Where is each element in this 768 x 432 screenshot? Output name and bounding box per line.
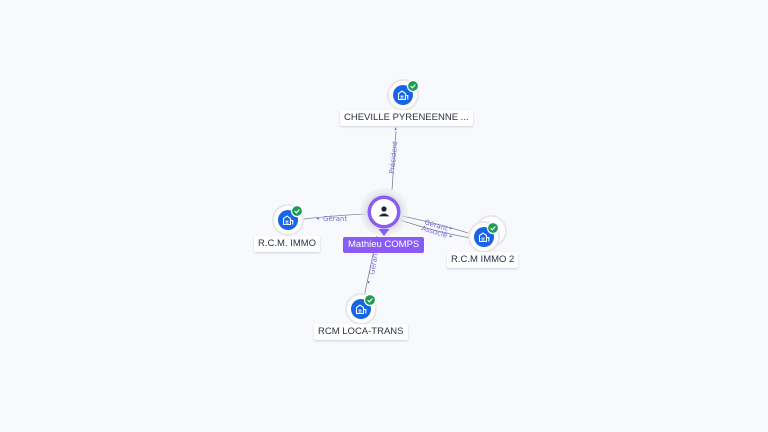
building-icon	[355, 304, 367, 315]
verified-check-icon	[363, 293, 377, 307]
verified-check-icon	[486, 221, 500, 235]
company-label-cheville[interactable]: CHEVILLE PYRENEENNE ...	[340, 110, 473, 126]
building-icon	[282, 215, 294, 226]
company-node-rcm-immo[interactable]	[272, 204, 304, 236]
company-label-rcm-immo[interactable]: R.C.M. IMMO	[254, 236, 321, 252]
building-icon	[478, 232, 490, 243]
user-icon	[378, 206, 390, 217]
company-node-rcm-immo-2[interactable]	[468, 215, 507, 253]
edge-gerant-rcm-immo: Gérant	[303, 213, 369, 223]
company-node-rcm-loca-trans[interactable]	[345, 293, 377, 325]
verified-check-icon	[406, 79, 420, 93]
edge-president: Président	[388, 127, 399, 191]
company-label-rcm-loca-trans[interactable]: RCM LOCA-TRANS	[314, 324, 408, 340]
person-name-label[interactable]: Mathieu COMPS	[343, 237, 425, 253]
edge-label-gerant-rcm-loca-trans: Gérant	[368, 250, 380, 275]
building-icon	[397, 90, 409, 101]
edge-label-gerant-rcm-immo: Gérant	[323, 215, 347, 223]
company-label-rcm-immo-2[interactable]: R.C.M IMMO 2	[447, 252, 519, 268]
company-node-cheville[interactable]	[387, 79, 420, 111]
person-node[interactable]	[360, 188, 408, 236]
verified-check-icon	[290, 204, 304, 218]
edge-label-president: Président	[388, 141, 399, 175]
